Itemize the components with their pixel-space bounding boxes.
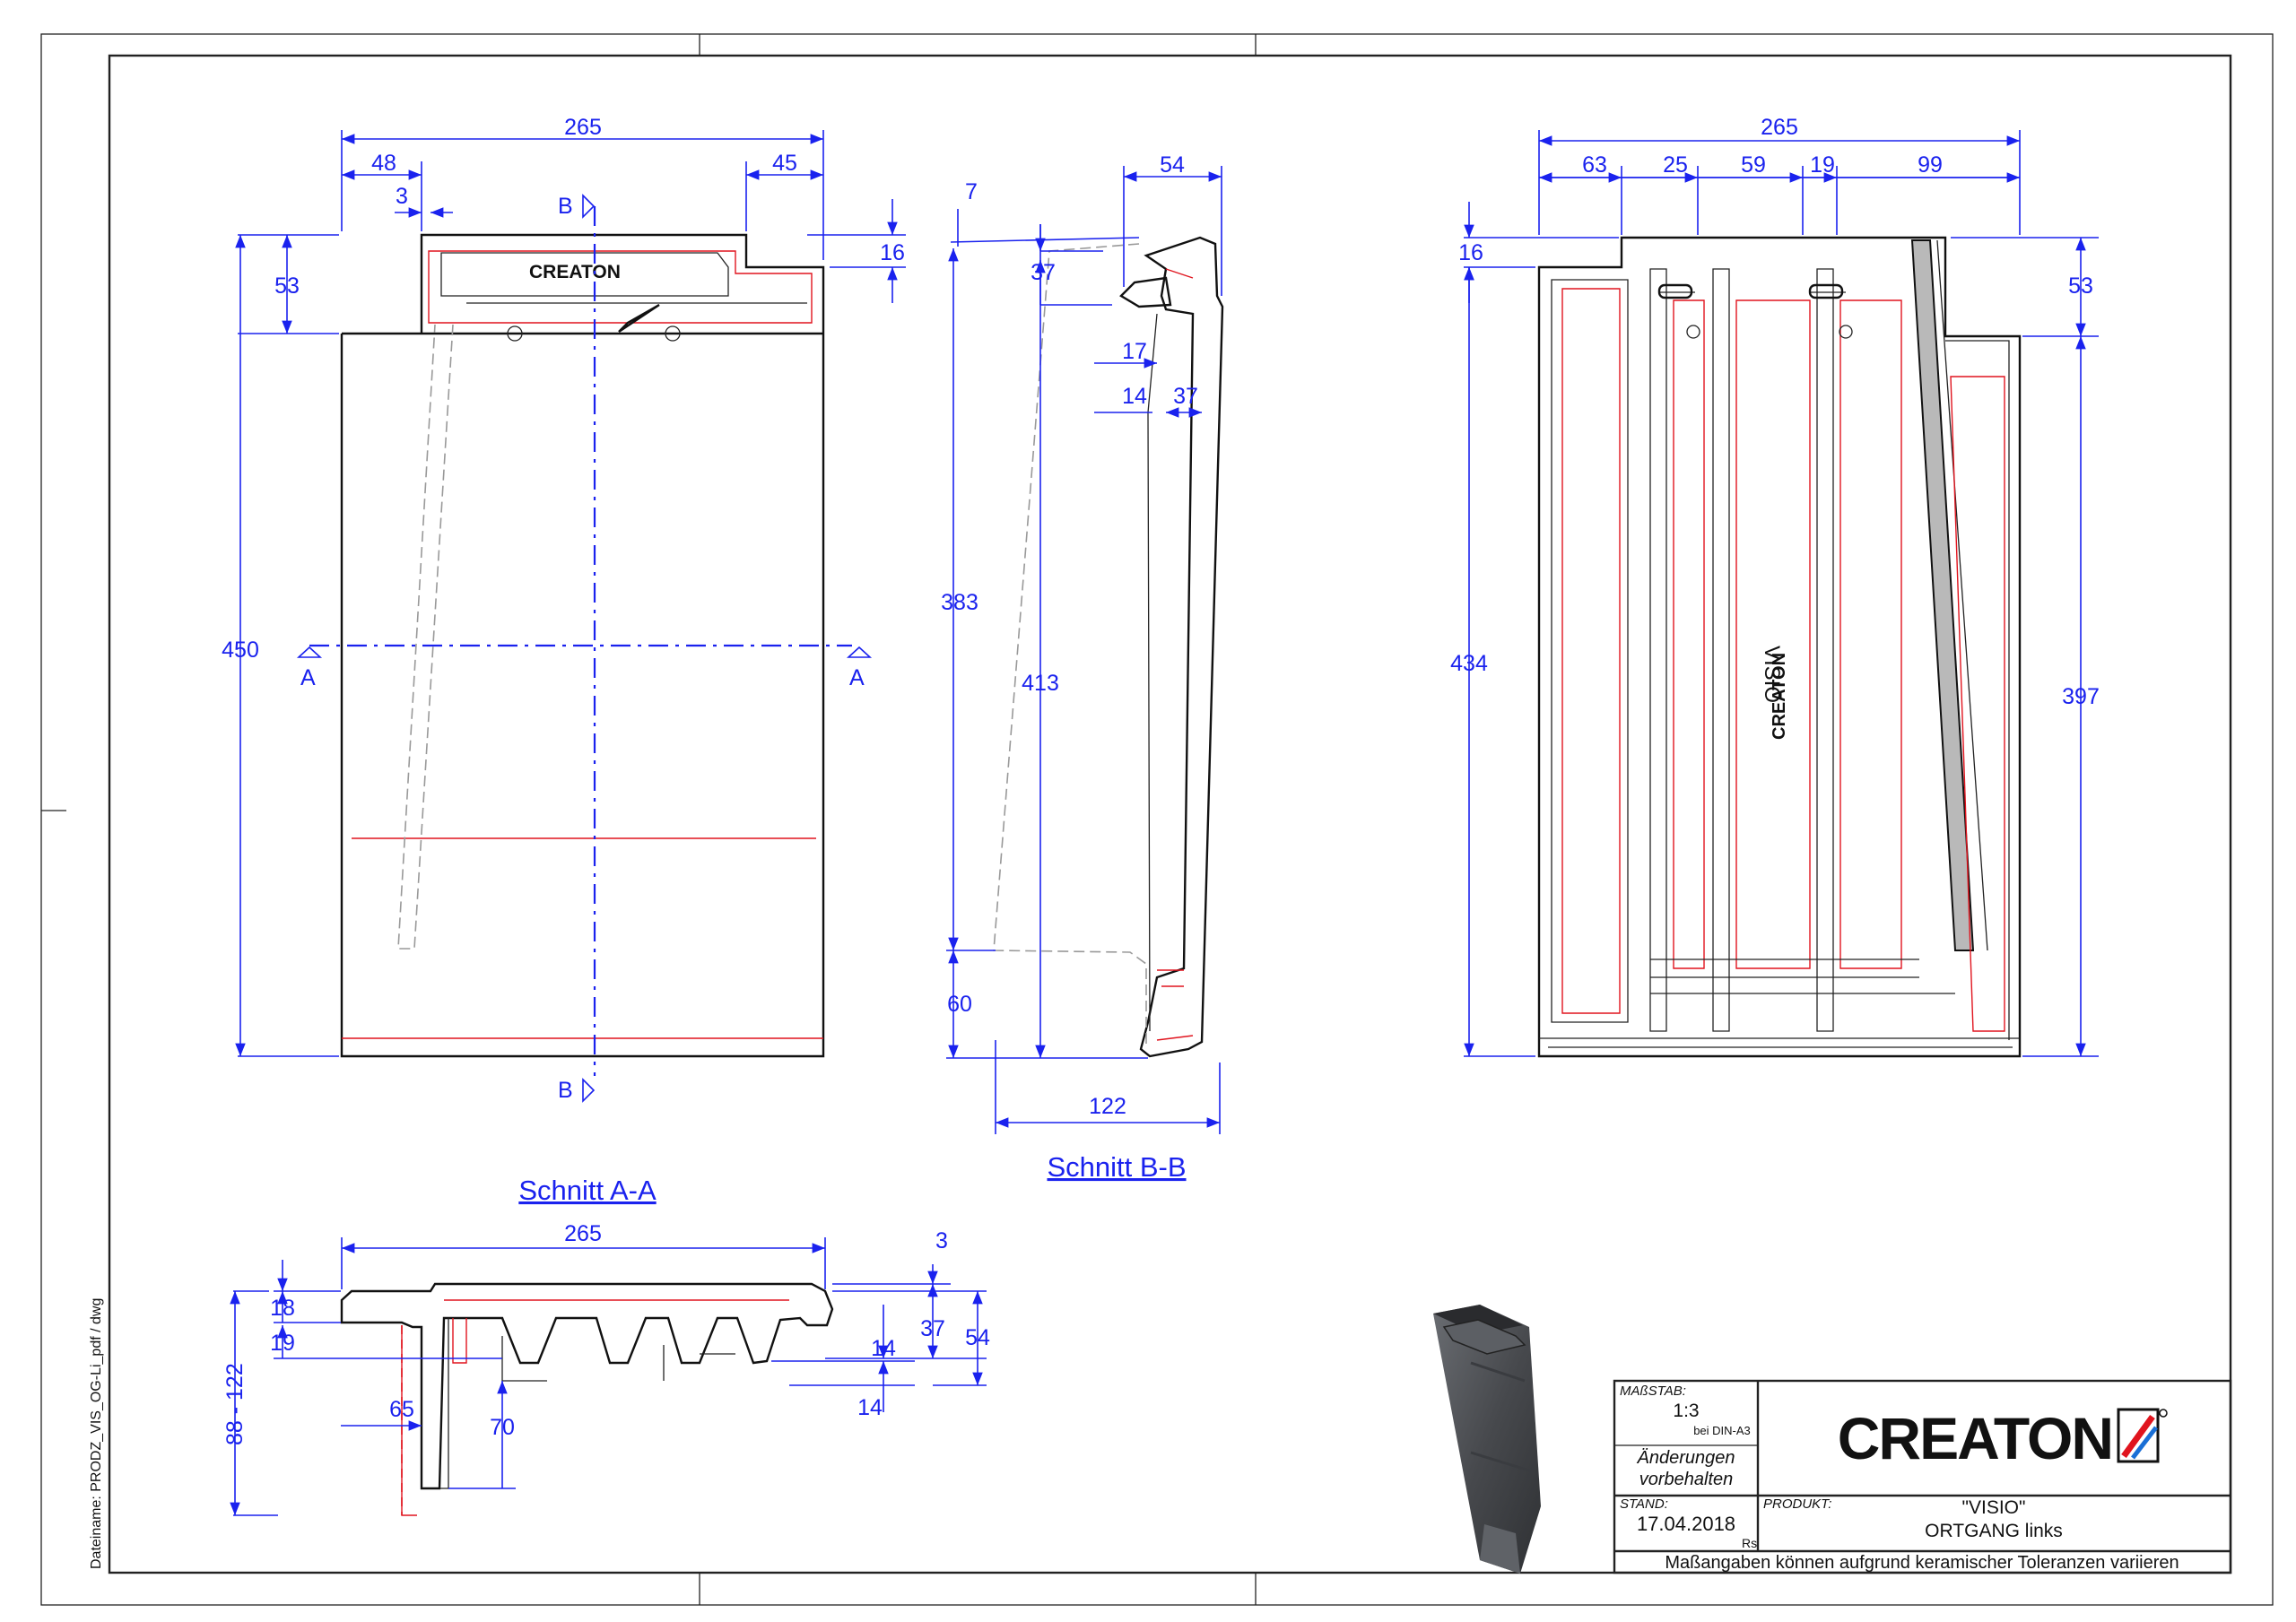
scale-value: 1:3 <box>1673 1401 1699 1421</box>
section-aa <box>340 1282 834 1516</box>
product-name: "VISIO" <box>1962 1497 2026 1518</box>
front-dimensions: 265 48 45 3 53 16 450 B B A A <box>222 115 906 1103</box>
dim-front-left: 48 <box>371 151 396 176</box>
dim-back-25: 25 <box>1663 152 1688 178</box>
brand-logo-mark-icon <box>2117 1408 2168 1463</box>
dim-aa-19: 19 <box>270 1331 295 1356</box>
dim-back-59: 59 <box>1741 152 1766 178</box>
front-tile-outline <box>340 334 825 1058</box>
dim-bb-top: 54 <box>1160 152 1185 178</box>
initials: Rs <box>1742 1536 1757 1550</box>
dim-back-53: 53 <box>2068 273 2093 299</box>
tolerance-note: Maßangaben können aufgrund keramischer T… <box>1665 1553 2179 1573</box>
section-aa-title: Schnitt A-A <box>518 1175 657 1206</box>
dim-front-width: 265 <box>564 115 602 140</box>
back-tile-outline <box>1537 236 2022 1058</box>
section-bb-title: Schnitt B-B <box>1047 1151 1186 1183</box>
back-emboss-name: VISIO <box>1760 646 1784 703</box>
dim-front-height: 450 <box>222 638 259 663</box>
dim-back-397: 397 <box>2062 684 2100 709</box>
date-value: 17.04.2018 <box>1637 1513 1735 1535</box>
section-aa-dimensions: 265 3 18 19 88 - 122 65 70 37 54 14 14 <box>222 1175 990 1516</box>
dim-front-step: 16 <box>880 240 905 265</box>
sheet-frame <box>40 33 2274 1606</box>
product-variant: ORTGANG links <box>1925 1521 2063 1541</box>
front-view: CREATON <box>309 206 852 1076</box>
changes-line1: Änderungen <box>1637 1448 1735 1468</box>
dim-back-99: 99 <box>1918 152 1943 178</box>
section-bb-dimensions: 54 7 37 17 14 37 383 413 60 122 Schnitt … <box>941 152 1222 1183</box>
dim-front-gap: 3 <box>396 184 408 209</box>
back-dimensions: 265 63 25 59 19 99 16 53 434 397 <box>1450 115 2100 1057</box>
brand-logo: CREATON <box>1838 1405 2112 1471</box>
dim-bb-122: 122 <box>1089 1094 1126 1119</box>
section-bb <box>993 236 1224 1058</box>
title-block: MAßSTAB: 1:3 bei DIN-A3 Änderungen vorbe… <box>1613 1379 2232 1574</box>
front-tile-headlock <box>342 233 825 335</box>
dim-front-right: 45 <box>772 151 797 176</box>
section-mark-a-left: A <box>300 665 316 690</box>
dim-aa-70: 70 <box>490 1415 515 1440</box>
product-photo <box>1433 1305 1541 1574</box>
filename-label: Dateiname: PRODZ_VIS_OG-Li_pdf / dwg <box>89 1298 104 1569</box>
dim-aa-14b: 14 <box>857 1395 883 1420</box>
date-label: STAND: <box>1620 1496 1668 1512</box>
dim-aa-18: 18 <box>270 1296 295 1321</box>
dim-back-434: 434 <box>1450 651 1488 676</box>
dim-aa-37: 37 <box>920 1316 945 1341</box>
dim-bb-offset: 7 <box>965 179 978 204</box>
dim-aa-65: 65 <box>389 1397 414 1422</box>
scale-note: bei DIN-A3 <box>1693 1424 1751 1437</box>
dim-bb-14: 14 <box>1122 384 1147 409</box>
dim-bb-383: 383 <box>941 590 978 615</box>
section-aa-profile <box>340 1282 834 1490</box>
dim-bb-37b: 37 <box>1173 384 1198 409</box>
scale-label: MAßSTAB: <box>1620 1383 1686 1399</box>
dim-aa-88-122: 88 - 122 <box>222 1363 248 1445</box>
dim-back-63: 63 <box>1582 152 1607 178</box>
back-ribs <box>1649 268 1955 1032</box>
dim-aa-14a: 14 <box>871 1336 896 1361</box>
dim-aa-54: 54 <box>965 1325 990 1350</box>
front-logo: CREATON <box>529 262 621 282</box>
section-mark-b-bottom: B <box>558 1078 573 1103</box>
dim-back-16: 16 <box>1458 240 1483 265</box>
dim-bb-17: 17 <box>1122 339 1147 364</box>
dim-back-19: 19 <box>1810 152 1835 178</box>
dim-bb-413: 413 <box>1022 671 1059 696</box>
back-view: VISIO CREATON <box>1537 236 2022 1058</box>
section-mark-b-top: B <box>558 194 573 219</box>
back-emboss-logo: CREATON <box>1770 653 1789 740</box>
section-mark-a-right: A <box>849 665 865 690</box>
product-label: PRODUKT: <box>1763 1496 1831 1512</box>
dim-aa-3: 3 <box>935 1228 948 1253</box>
dim-bb-37a: 37 <box>1031 260 1056 285</box>
dim-back-width: 265 <box>1761 115 1798 140</box>
dim-bb-60: 60 <box>947 992 972 1017</box>
dim-front-lug: 53 <box>274 273 300 299</box>
changes-line2: vorbehalten <box>1639 1470 1734 1489</box>
dim-aa-width: 265 <box>564 1221 602 1246</box>
